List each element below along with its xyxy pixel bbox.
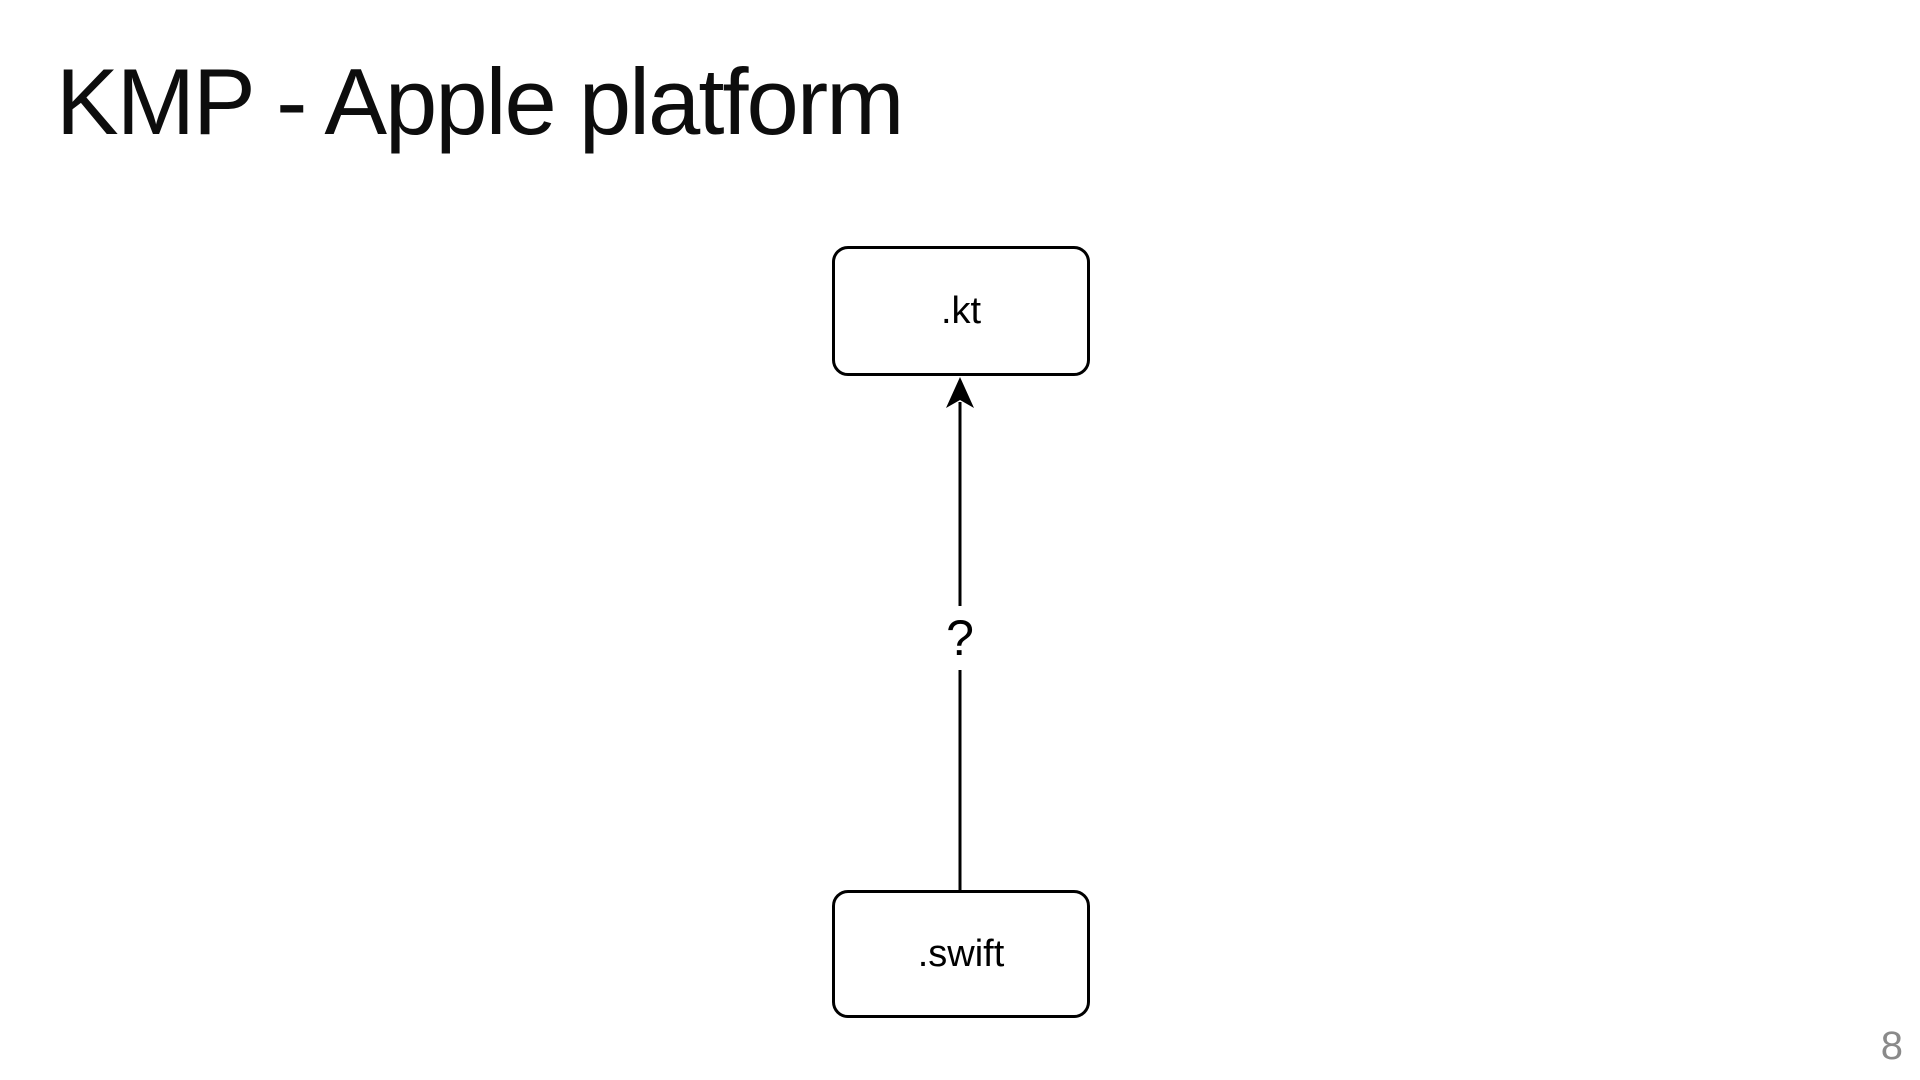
node-kt-label: .kt (940, 290, 982, 332)
arrowhead-icon (946, 377, 974, 408)
page-number: 8 (1880, 1024, 1903, 1068)
node-swift: .swift (832, 890, 1090, 1018)
page-title: KMP - Apple platform (56, 49, 904, 154)
node-swift-label: .swift (917, 933, 1005, 975)
node-kt: .kt (832, 246, 1090, 376)
edge-label: ? (940, 606, 980, 670)
